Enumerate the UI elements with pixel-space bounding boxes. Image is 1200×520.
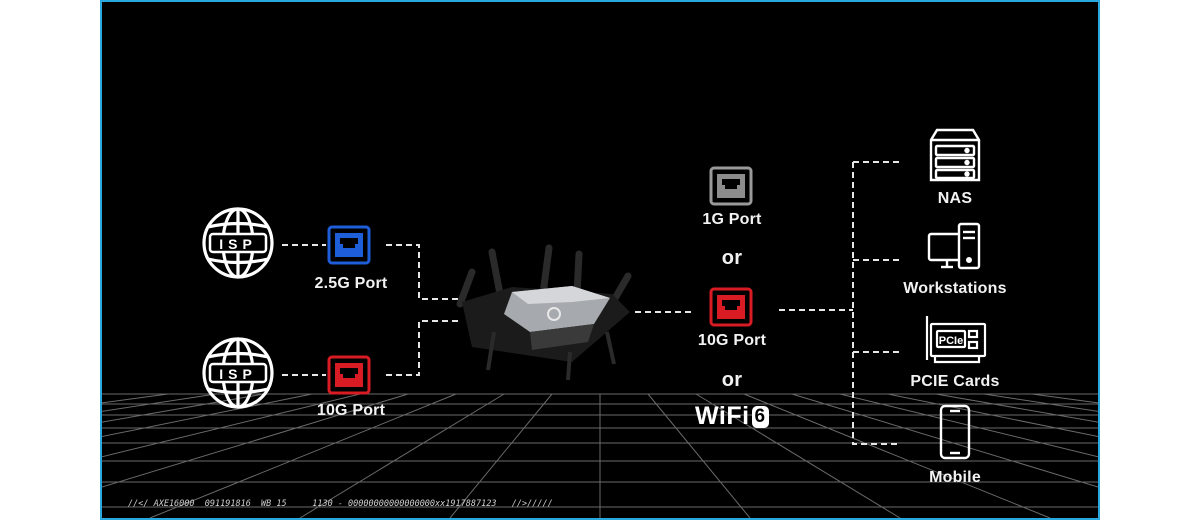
globe-icon: ISP xyxy=(202,337,274,409)
wifi-6-badge: 6 xyxy=(751,406,769,428)
floor-grid-line xyxy=(839,393,1098,458)
floor-grid-line xyxy=(299,393,505,518)
ethernet-port-1g-icon xyxy=(709,166,753,206)
globe-icon: ISP xyxy=(202,207,274,279)
port-10g-label-center: 10G Port xyxy=(697,332,767,349)
floor-grid-line xyxy=(449,393,553,518)
dashed-connectors xyxy=(282,161,901,445)
gaming-router-icon xyxy=(456,244,632,381)
ethernet-port-2-5g-icon xyxy=(327,225,371,265)
device-label-nas: NAS xyxy=(937,190,973,207)
floor-grid-line xyxy=(791,393,1098,488)
workstation-icon xyxy=(927,222,981,270)
nas-server-icon xyxy=(929,128,981,182)
floor-grid-line xyxy=(647,393,751,518)
device-label-mobile: Mobile xyxy=(929,469,981,486)
footer-code-strip: //</ AXE16000 091191816 WB 15 1130 - 000… xyxy=(128,499,553,509)
pcie-card-icon: PCIe xyxy=(925,316,987,364)
floor-grid-line xyxy=(935,393,1098,423)
pcie-chip-text: PCIe xyxy=(939,335,963,347)
port-1g-label: 1G Port xyxy=(702,211,762,228)
isp-text: ISP xyxy=(219,366,257,382)
device-label-workstations: Workstations xyxy=(903,280,1007,297)
mobile-phone-icon xyxy=(939,404,971,460)
port-2-5g-label: 2.5G Port xyxy=(314,275,388,292)
floor-grid-line xyxy=(743,393,1051,518)
or-text: or xyxy=(721,369,743,391)
floor-grid-line xyxy=(102,393,361,458)
ethernet-port-10g-icon xyxy=(709,287,753,327)
floor-grid-line xyxy=(695,393,901,518)
floor-grid xyxy=(102,393,1098,518)
wifi-text: WiFi xyxy=(695,402,750,430)
isp-text: ISP xyxy=(219,236,257,252)
or-text: or xyxy=(721,247,743,269)
device-label-pcie-cards: PCIE Cards xyxy=(910,373,1000,390)
floor-grid-line xyxy=(887,393,1098,438)
port-10g-label-left: 10G Port xyxy=(316,402,386,419)
floor-grid-line xyxy=(102,393,409,488)
floor-grid-line xyxy=(102,393,265,423)
diagram-canvas: ISP ISP xyxy=(100,0,1100,520)
floor-grid-line xyxy=(149,393,457,518)
floor-grid-line xyxy=(102,393,313,438)
ethernet-port-10g-icon xyxy=(327,355,371,395)
